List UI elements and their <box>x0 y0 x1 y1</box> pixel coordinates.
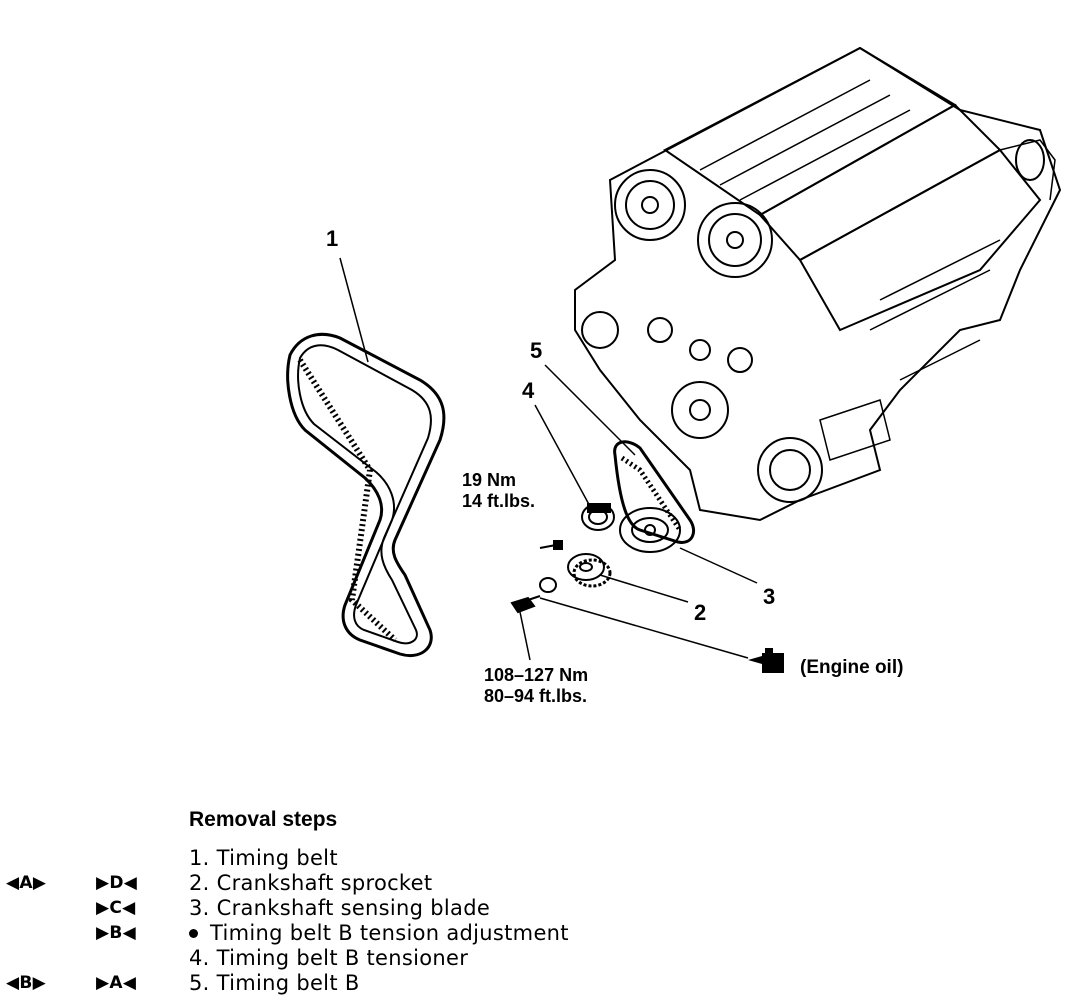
step-text-bullet: Timing belt B tension adjustment <box>189 921 569 946</box>
leader-lines <box>339 257 758 661</box>
removal-service-mark: ◀A▶ <box>6 873 47 893</box>
torque-spec-small: 19 Nm 14 ft.lbs. <box>462 470 535 512</box>
installation-service-mark: ▶D◀ <box>96 873 138 893</box>
exploded-view-diagram: 1 5 4 3 2 19 Nm 14 ft.lbs. 108–127 Nm 80… <box>286 46 1062 707</box>
torque-spec-large: 108–127 Nm 80–94 ft.lbs. <box>484 665 588 707</box>
torque-large-ftlbs: 80–94 ft.lbs. <box>484 686 588 706</box>
step-text: 2. Crankshaft sprocket <box>189 871 433 895</box>
step-row: ▶B◀ Timing belt B tension adjustment <box>0 921 1088 946</box>
tensioner-4 <box>581 503 615 531</box>
step-row: ◀B▶ ▶A◀ 5. Timing belt B <box>0 971 1088 996</box>
step-text: 4. Timing belt B tensioner <box>189 946 469 970</box>
step-text: 5. Timing belt B <box>189 971 360 995</box>
step-text: Timing belt B tension adjustment <box>210 921 569 945</box>
timing-belt-b-5 <box>613 440 695 544</box>
removal-steps-section: Removal steps 1. Timing belt ◀A▶ ▶D◀ 2. … <box>0 808 1088 1006</box>
step-row: ◀A▶ ▶D◀ 2. Crankshaft sprocket <box>0 871 1088 896</box>
engine-oil-label: (Engine oil) <box>800 657 904 678</box>
bullet-icon <box>189 929 198 938</box>
tensioner-bolt <box>539 540 563 550</box>
installation-service-mark: ▶C◀ <box>96 898 136 918</box>
torque-large-nm: 108–127 Nm <box>484 665 589 685</box>
callout-1: 1 <box>326 226 339 251</box>
crank-bolt <box>510 595 541 614</box>
step-text: 3. Crankshaft sensing blade <box>189 896 491 920</box>
step-row: 1. Timing belt <box>0 846 1088 871</box>
step-text: 1. Timing belt <box>189 846 338 870</box>
step-row: ▶C◀ 3. Crankshaft sensing blade <box>0 896 1088 921</box>
diagram-canvas <box>286 46 1062 673</box>
callout-5: 5 <box>530 338 543 363</box>
crank-washer <box>539 577 557 593</box>
callout-4: 4 <box>522 378 535 403</box>
torque-small-nm: 19 Nm <box>462 470 517 490</box>
engine-block <box>574 46 1062 522</box>
callout-2: 2 <box>694 600 707 625</box>
oil-can-icon <box>748 648 784 673</box>
removal-steps-title: Removal steps <box>189 808 338 831</box>
timing-belt-1 <box>286 332 446 657</box>
installation-service-mark: ▶B◀ <box>96 923 137 943</box>
crankshaft-sprocket-2 <box>567 553 612 588</box>
torque-small-ftlbs: 14 ft.lbs. <box>462 491 536 511</box>
removal-service-mark: ◀B▶ <box>6 973 47 993</box>
crankshaft-sensing-blade-3 <box>619 507 681 553</box>
callout-3: 3 <box>763 584 776 609</box>
step-row: 4. Timing belt B tensioner <box>0 946 1088 971</box>
installation-service-mark: ▶A◀ <box>96 973 137 993</box>
